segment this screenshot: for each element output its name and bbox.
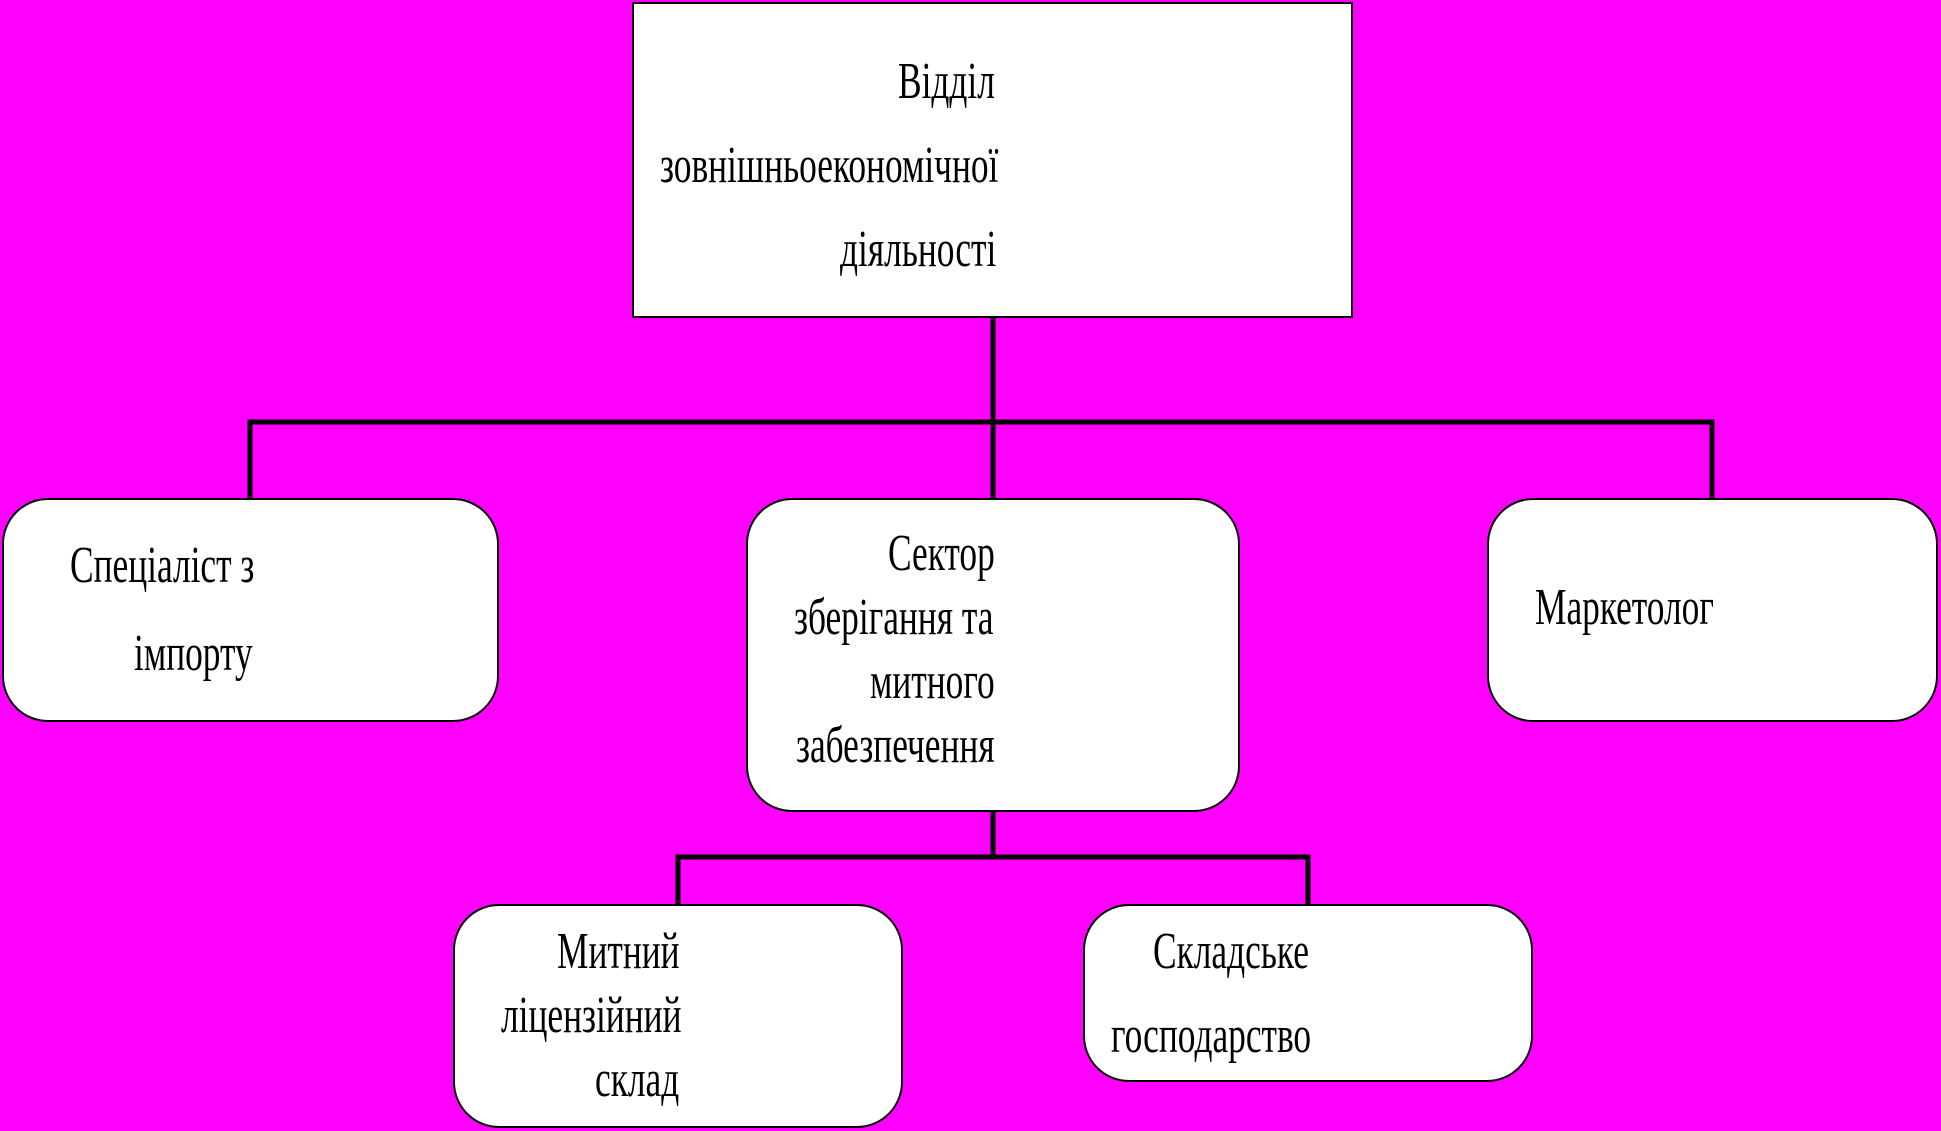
node-storage-sector-line-2: зберігання та <box>794 589 994 646</box>
node-customs-warehouse-line-1: Митний <box>557 923 680 980</box>
node-storage-sector-line-4: забезпечення <box>796 717 995 774</box>
node-storage-sector-line-3: митного <box>870 653 995 710</box>
node-department: Відділ зовнішньоекономічної діяльності <box>632 2 1353 318</box>
node-marketer: Маркетолог <box>1487 498 1938 722</box>
node-storage-sector: Сектор зберігання та митного забезпеченн… <box>746 498 1240 812</box>
node-import-specialist-line-2: імпорту <box>134 625 253 682</box>
node-department-line-2: зовнішньоекономічної <box>660 137 999 194</box>
node-customs-warehouse: Митний ліцензійний склад <box>453 904 903 1128</box>
node-import-specialist-line-1: Спеціаліст з <box>70 537 255 594</box>
node-marketer-line-1: Маркетолог <box>1535 579 1714 636</box>
node-department-line-1: Відділ <box>898 53 995 110</box>
node-import-specialist: Спеціаліст з імпорту <box>2 498 499 722</box>
node-department-line-3: діяльності <box>840 221 997 278</box>
node-customs-warehouse-line-2: ліцензійний <box>501 987 682 1044</box>
node-storage-sector-line-1: Сектор <box>888 525 995 582</box>
node-warehouse: Складське господарство <box>1083 904 1533 1082</box>
node-warehouse-line-2: господарство <box>1111 1007 1312 1064</box>
node-customs-warehouse-line-3: склад <box>595 1051 680 1108</box>
node-warehouse-line-1: Складське <box>1153 923 1309 980</box>
